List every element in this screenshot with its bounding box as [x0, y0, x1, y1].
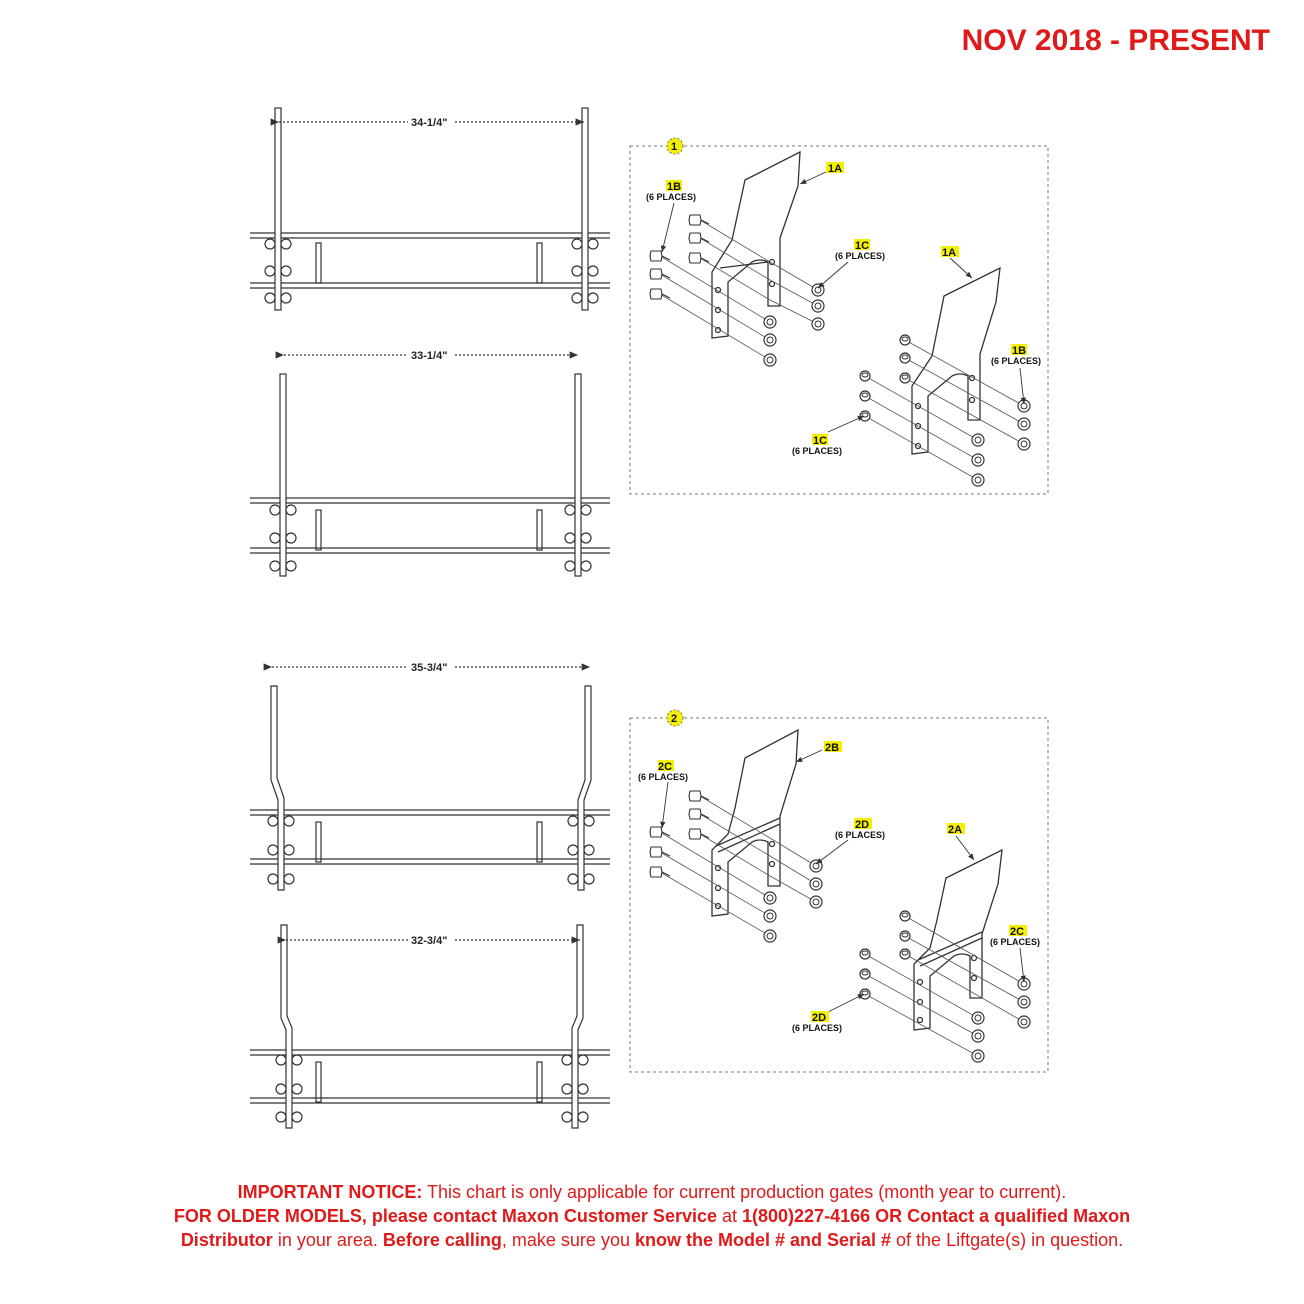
frame-view-4 — [250, 924, 610, 1129]
notice-model-serial: know the Model # and Serial # — [634, 1230, 892, 1250]
label-1b-right: 1B — [1012, 345, 1026, 357]
date-range-title: NOV 2018 - PRESENT — [961, 24, 1270, 57]
bracket-1a-right — [911, 266, 1001, 455]
notice-line-2: FOR OLDER MODELS, please contact Maxon C… — [0, 1204, 1304, 1228]
dimension-3: 35-3/4" — [411, 662, 447, 674]
notice-text-3: in your area. — [272, 1230, 383, 1250]
label-2c-right-places: (6 PLACES) — [990, 937, 1040, 947]
bracket-2b-left — [711, 728, 799, 917]
dimension-2: 33-1/4" — [411, 350, 447, 362]
notice-older-models: FOR OLDER MODELS, please contact Maxon C… — [173, 1206, 717, 1226]
label-1a-right: 1A — [942, 247, 956, 259]
bracket-1a-left — [711, 150, 801, 339]
notice-text-5: of the Liftgate(s) in question. — [891, 1230, 1124, 1250]
label-2a: 2A — [948, 824, 962, 836]
kit-2-box — [629, 709, 1049, 1073]
label-1b-left-places: (6 PLACES) — [646, 192, 696, 202]
label-2c-left: 2C — [658, 761, 672, 773]
label-2d-top-places: (6 PLACES) — [835, 830, 885, 840]
label-1c-bottom: 1C — [813, 435, 827, 447]
label-2d-bottom-places: (6 PLACES) — [792, 1023, 842, 1033]
frame-view-2 — [250, 351, 610, 577]
label-1c-bottom-places: (6 PLACES) — [792, 446, 842, 456]
notice-line-1: IMPORTANT NOTICE: This chart is only app… — [0, 1180, 1304, 1204]
label-2d-bottom: 2D — [812, 1012, 826, 1024]
notice-phone: 1(800)227-4166 OR Contact a qualified Ma… — [742, 1206, 1131, 1226]
kit-2-leaders — [660, 749, 1026, 1013]
label-2d-top: 2D — [855, 819, 869, 831]
label-2c-right: 2C — [1010, 926, 1024, 938]
notice-before-calling: Before calling — [382, 1230, 502, 1250]
kit-2-hardware — [659, 795, 1025, 1057]
notice-text-2: at — [717, 1206, 743, 1226]
bracket-2a-right — [913, 848, 1003, 1031]
kit-2-highlights — [658, 741, 1027, 1022]
label-1b-right-places: (6 PLACES) — [991, 356, 1041, 366]
kit-1-leaders — [660, 171, 1026, 433]
notice-heading: IMPORTANT NOTICE: — [237, 1182, 423, 1202]
kit-2-number: 2 — [671, 713, 677, 725]
label-2b: 2B — [825, 742, 839, 754]
label-1a-top: 1A — [828, 163, 842, 175]
notice-text-1: This chart is only applicable for curren… — [422, 1182, 1067, 1202]
notice-text-4: , make sure you — [501, 1230, 635, 1250]
label-1c-top: 1C — [855, 240, 869, 252]
dimension-4: 32-3/4" — [411, 935, 447, 947]
dimension-1: 34-1/4" — [411, 117, 447, 129]
kit-1-box — [629, 137, 1049, 495]
label-1c-top-places: (6 PLACES) — [835, 251, 885, 261]
kit-1-hardware — [659, 219, 1025, 481]
notice-line-3: Distributor in your area. Before calling… — [0, 1228, 1304, 1252]
frame-view-3 — [250, 663, 610, 891]
kit-1-number: 1 — [671, 141, 677, 153]
label-1b-left: 1B — [667, 181, 681, 193]
frame-view-1 — [250, 107, 610, 311]
important-notice: IMPORTANT NOTICE: This chart is only app… — [0, 1180, 1304, 1252]
notice-distributor: Distributor — [180, 1230, 273, 1250]
label-2c-left-places: (6 PLACES) — [638, 772, 688, 782]
kit-1-highlights — [666, 162, 1027, 445]
